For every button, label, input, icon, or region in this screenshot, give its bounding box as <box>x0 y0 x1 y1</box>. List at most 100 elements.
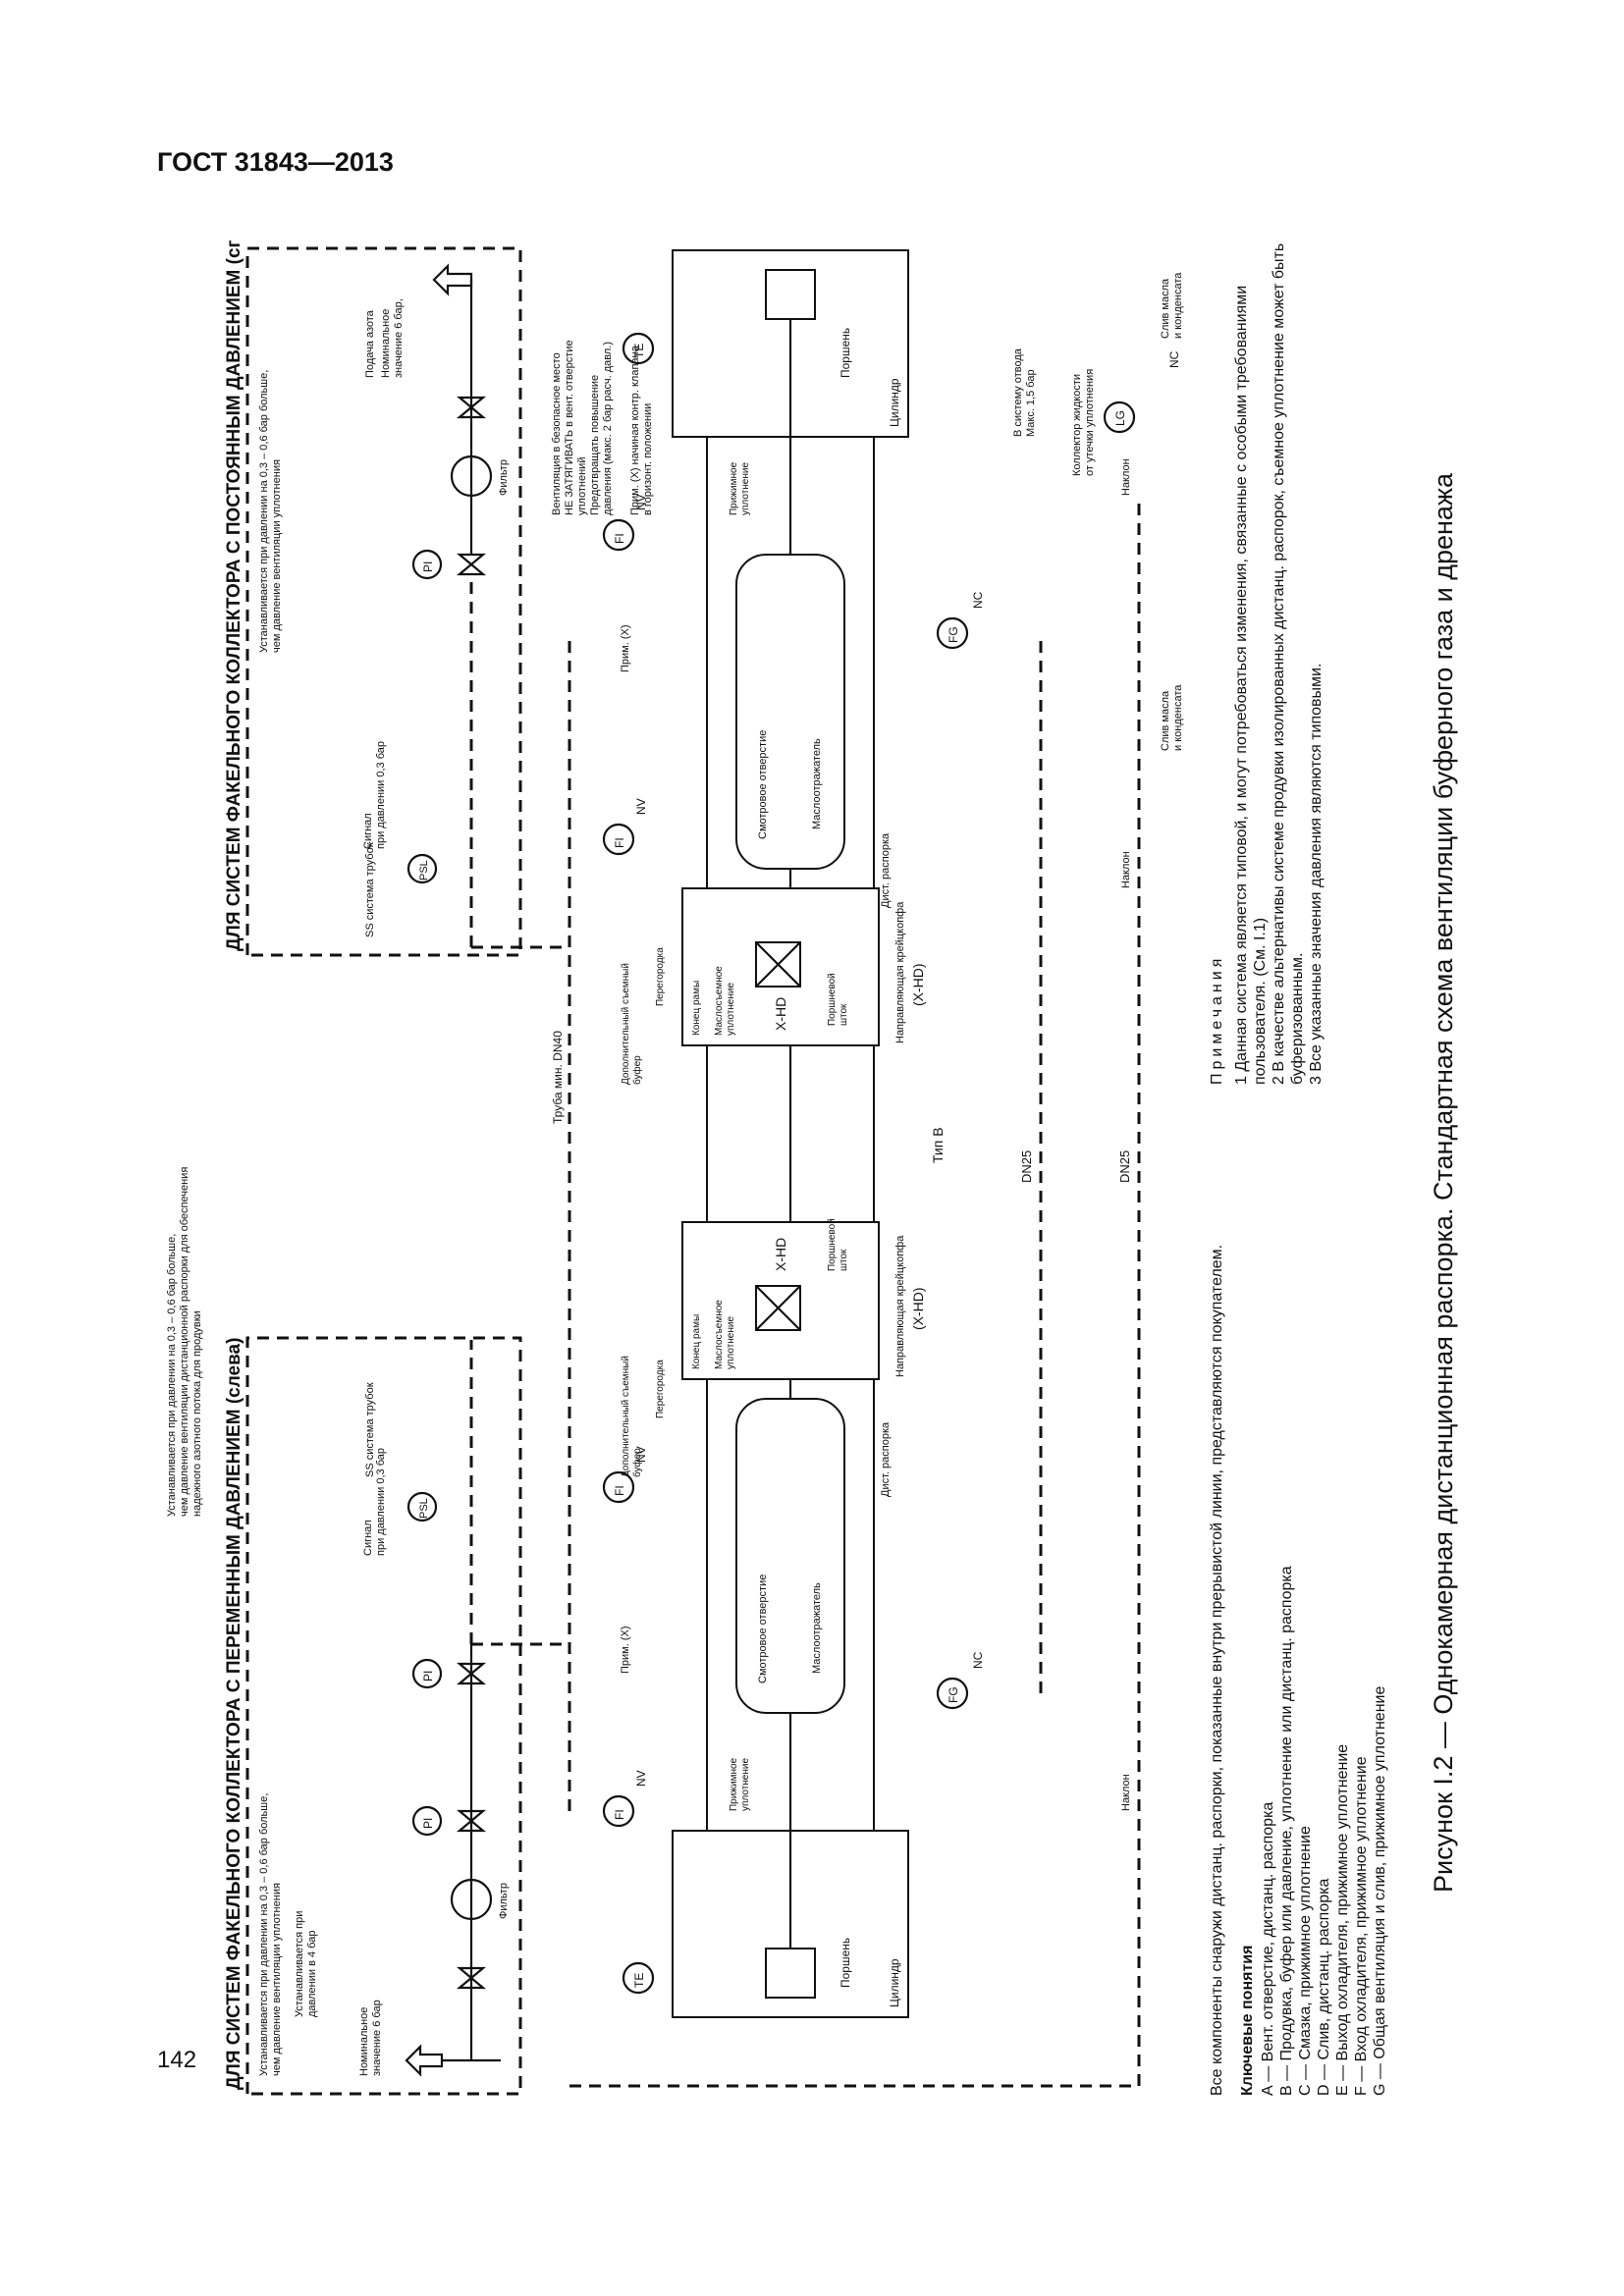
svg-text:Дополнительный съемный: Дополнительный съемный <box>621 963 631 1085</box>
key-item: B — Продувка, буфер или давление, уплотн… <box>1278 1566 1295 2096</box>
svg-text:чем давление вентиляции уплотн: чем давление вентиляции уплотнения <box>271 459 283 653</box>
svg-text:Маслосъемное: Маслосъемное <box>714 966 725 1036</box>
svg-text:NC: NC <box>971 591 985 609</box>
svg-text:Труба мин. DN40: Труба мин. DN40 <box>551 1031 565 1124</box>
box-right <box>245 246 522 957</box>
svg-text:Поршневой: Поршневой <box>827 1218 838 1271</box>
key-item: D — Слив, дистанц. распорка <box>1316 1878 1332 2096</box>
svg-text:SS система трубок: SS система трубок <box>364 842 376 937</box>
svg-text:Устанавливается при давлении н: Устанавливается при давлении на 0,3 – 0,… <box>258 370 270 653</box>
svg-text:при давлении 0,3 бар: при давлении 0,3 бар <box>375 1448 387 1556</box>
svg-text:X-HD: X-HD <box>773 997 788 1031</box>
notes-title: Примечания <box>1209 954 1225 1085</box>
svg-text:Прижимное: Прижимное <box>729 1757 739 1811</box>
note-item: 2 В качестве альтернативы системе продув… <box>1271 242 1306 1085</box>
svg-text:от утечки уплотнения: от утечки уплотнения <box>1084 369 1096 476</box>
page-number: 142 <box>157 2047 197 2073</box>
svg-text:Фильтр: Фильтр <box>498 459 510 496</box>
svg-text:уплотнение: уплотнение <box>740 1758 751 1811</box>
key-item: G — Общая вентиляция и слив, прижимное у… <box>1372 1685 1388 2096</box>
svg-text:Предотвращать повышение: Предотвращать повышение <box>589 375 601 515</box>
svg-text:Прижимное: Прижимное <box>729 461 739 515</box>
nitrogen-supply-top: Устанавливается при давлении на 0,3 – 0,… <box>166 633 571 1811</box>
svg-text:Номинальное: Номинальное <box>380 309 392 378</box>
svg-text:Фильтр: Фильтр <box>498 1883 510 1919</box>
svg-text:Наклон: Наклон <box>1120 458 1132 496</box>
svg-text:буфер: буфер <box>631 1055 643 1085</box>
svg-text:NV: NV <box>634 494 648 510</box>
svg-text:значение 6 бар,: значение 6 бар, <box>393 298 405 378</box>
schematic-diagram: ДЛЯ СИСТЕМ ФАКЕЛЬНОГО КОЛЛЕКТОРА С ПЕРЕМ… <box>166 240 1184 2096</box>
svg-text:Прим. (X): Прим. (X) <box>620 624 631 672</box>
key-item: F — Вход охладителя, прижимное уплотнени… <box>1353 1756 1370 2096</box>
svg-text:шток: шток <box>839 1003 849 1026</box>
svg-text:Устанавливается при давлении н: Устанавливается при давлении на 0,3 – 0,… <box>166 1234 178 1517</box>
svg-text:в горизонт. положении: в горизонт. положении <box>642 403 654 515</box>
svg-text:Конец рамы: Конец рамы <box>691 981 702 1036</box>
svg-text:НЕ ЗАТЯГИВАТЬ в вент. отверсти: НЕ ЗАТЯГИВАТЬ в вент. отверстие <box>564 340 575 515</box>
svg-text:Маслосъемное: Маслосъемное <box>714 1300 725 1369</box>
svg-text:TE: TE <box>632 344 646 358</box>
note-item: 3 Все указанные значения давления являют… <box>1308 663 1325 1085</box>
drain-lines: DN25 DN25 Наклон Наклон Наклон Слив масл… <box>569 272 1184 2088</box>
svg-text:Перегородка: Перегородка <box>655 947 666 1006</box>
svg-text:NV: NV <box>634 1446 648 1463</box>
svg-text:уплотнение: уплотнение <box>740 462 751 515</box>
svg-text:Конец рамы: Конец рамы <box>691 1314 702 1369</box>
svg-text:PSL: PSL <box>418 1498 430 1519</box>
svg-text:уплотнение: уплотнение <box>726 1316 736 1369</box>
svg-text:NC: NC <box>971 1651 985 1669</box>
svg-text:чем давление вентиляции дистан: чем давление вентиляции дистанционной ра… <box>179 1167 190 1517</box>
compressor-body: Цилиндр Поршень Цилиндр Поршень Смотрово… <box>621 249 946 2018</box>
svg-text:Маслоотражатель: Маслоотражатель <box>811 1582 823 1674</box>
svg-text:Дополнительный съемный: Дополнительный съемный <box>621 1356 631 1477</box>
box-left-title: ДЛЯ СИСТЕМ ФАКЕЛЬНОГО КОЛЛЕКТОРА С ПЕРЕМ… <box>224 1338 244 2090</box>
svg-text:Поршневой: Поршневой <box>827 973 838 1026</box>
svg-text:Устанавливается при: Устанавливается при <box>294 1911 305 2017</box>
document-header: ГОСТ 31843—2013 <box>157 147 394 177</box>
svg-text:значение 6 бар: значение 6 бар <box>371 2000 383 2076</box>
svg-text:FG: FG <box>947 626 960 643</box>
svg-text:Слив масла: Слив масла <box>1160 278 1171 339</box>
svg-text:FI: FI <box>613 837 626 848</box>
svg-text:SS система трубок: SS система трубок <box>364 1382 376 1477</box>
box-left <box>245 1336 522 2096</box>
scope-note: Все компоненты снаружи дистанц. распорки… <box>1209 1244 1225 2096</box>
rotated-figure: ДЛЯ СИСТЕМ ФАКЕЛЬНОГО КОЛЛЕКТОРА С ПЕРЕМ… <box>157 240 1551 2106</box>
key-list: A — Вент. отверстие, дистанц. распорка B… <box>1259 1212 1389 2096</box>
svg-text:Сигнал: Сигнал <box>362 1520 374 1556</box>
svg-text:FI: FI <box>613 533 626 544</box>
key-title: Ключевые понятия <box>1239 1945 1256 2096</box>
svg-text:давлении в 4 бар: давлении в 4 бар <box>306 1931 318 2017</box>
figure-caption: Рисунок I.2 — Однокамерная дистанционная… <box>1429 472 1458 1894</box>
svg-text:Цилиндр: Цилиндр <box>888 1958 901 2007</box>
key-item: E — Выход охладителя, прижимное уплотнен… <box>1334 1743 1351 2096</box>
instrument-row: FI FI FI FI NV NV NV NV Прим. (X) Прим. … <box>602 332 1181 1995</box>
svg-text:давления (макс. 2 бар расч. да: давления (макс. 2 бар расч. давл.) <box>602 342 614 515</box>
svg-text:Сигнал: Сигнал <box>362 813 374 849</box>
svg-text:Слив масла: Слив масла <box>1160 690 1171 751</box>
svg-text:В систему отвода: В систему отвода <box>1012 347 1024 437</box>
svg-text:FI: FI <box>613 1809 626 1820</box>
svg-text:Тип В: Тип В <box>930 1127 946 1163</box>
svg-text:Направляющая крейцкопфа: Направляющая крейцкопфа <box>894 1235 906 1377</box>
svg-text:Цилиндр: Цилиндр <box>888 378 901 427</box>
notes-right: Примечания 1 Данная система является тип… <box>1208 240 1326 1085</box>
svg-text:Макс. 1,5 бар: Макс. 1,5 бар <box>1025 369 1037 437</box>
svg-text:Прим. (X): Прим. (X) <box>620 1626 631 1674</box>
svg-text:Наклон: Наклон <box>1120 851 1132 888</box>
box-right-title: ДЛЯ СИСТЕМ ФАКЕЛЬНОГО КОЛЛЕКТОРА С ПОСТО… <box>224 240 244 951</box>
svg-text:буфер: буфер <box>631 1448 643 1477</box>
svg-text:PI: PI <box>421 1818 435 1829</box>
key-item: C — Смазка, прижимное уплотнение <box>1297 1826 1314 2096</box>
svg-text:Поршень: Поршень <box>839 1938 852 1988</box>
svg-text:уплотнение: уплотнение <box>726 983 736 1036</box>
svg-text:(X-HD): (X-HD) <box>910 1287 926 1330</box>
svg-text:PI: PI <box>421 1671 435 1682</box>
svg-text:Перегородка: Перегородка <box>655 1360 666 1418</box>
svg-text:Маслоотражатель: Маслоотражатель <box>811 738 823 829</box>
svg-text:Дист. распорка: Дист. распорка <box>880 832 892 908</box>
svg-text:уплотнений: уплотнений <box>576 457 588 515</box>
svg-text:FG: FG <box>947 1686 960 1703</box>
svg-text:Номинальное: Номинальное <box>358 2007 370 2076</box>
